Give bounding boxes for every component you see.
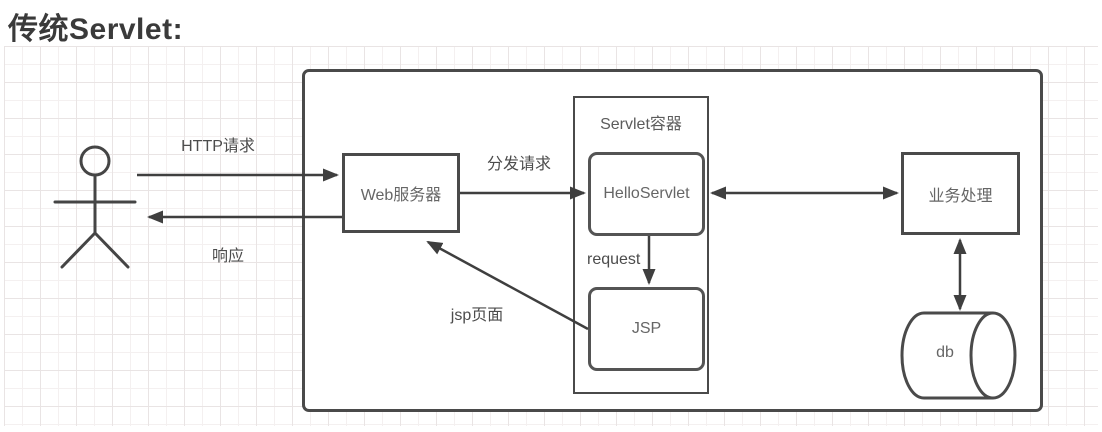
dispatch-request-label: 分发请求 — [486, 156, 551, 173]
business-logic-label: 业务处理 — [928, 187, 993, 205]
db-label: db — [936, 344, 954, 361]
hello-servlet-label: HelloServlet — [603, 185, 690, 202]
page-title: 传统Servlet: — [8, 13, 184, 46]
web-server-label: Web服务器 — [360, 187, 442, 204]
business-logic-box: 业务处理 — [901, 152, 1020, 235]
request-label: request — [587, 251, 641, 268]
hello-servlet-box: HelloServlet — [588, 152, 705, 236]
jsp-page-label: jsp页面 — [450, 307, 504, 324]
web-server-box: Web服务器 — [342, 153, 460, 233]
servlet-container-label: Servlet容器 — [600, 116, 682, 133]
http-request-label: HTTP请求 — [181, 138, 255, 155]
jsp-label: JSP — [631, 320, 662, 337]
jsp-box: JSP — [588, 287, 705, 371]
response-label: 响应 — [211, 248, 244, 265]
